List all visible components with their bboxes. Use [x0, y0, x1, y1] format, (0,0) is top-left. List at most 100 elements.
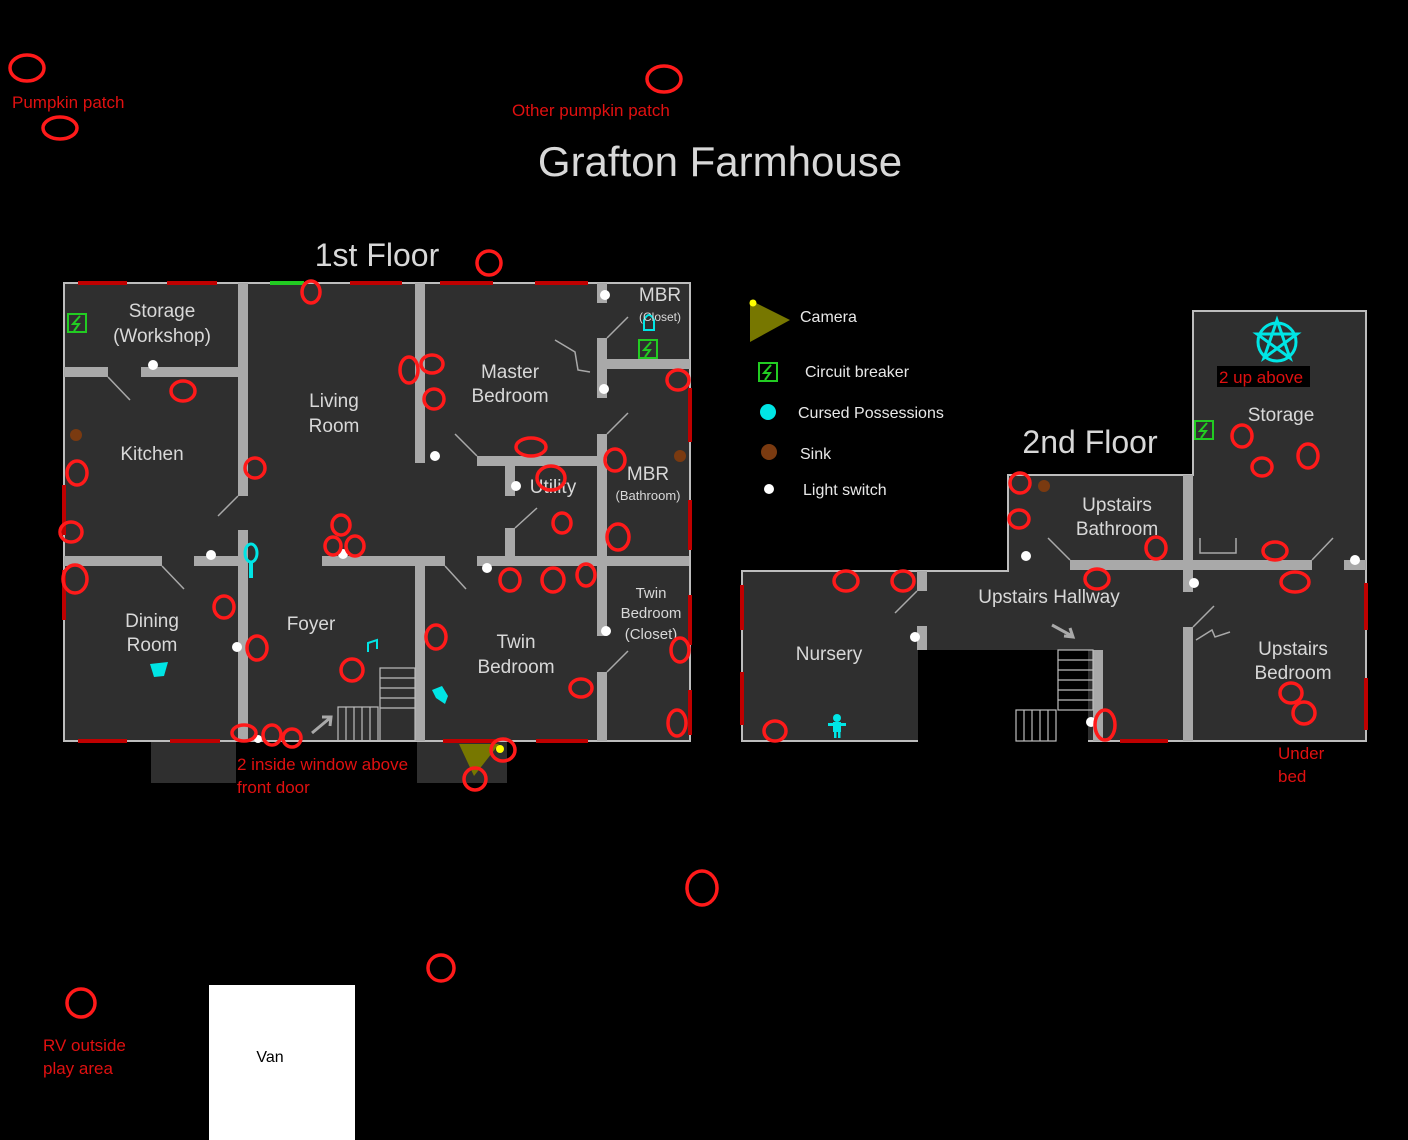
location-marker [1008, 471, 1032, 495]
room-label-kitchen: Kitchen [120, 444, 183, 465]
legend-camera-icon [750, 300, 790, 342]
room-label-twin-sub: Bedroom [477, 657, 554, 678]
room-label-master: Master [481, 362, 540, 383]
room-label-twin: Twin [496, 632, 535, 653]
location-marker [1093, 708, 1117, 742]
location-marker [669, 636, 691, 664]
first-floor-plan [62, 281, 692, 783]
tarot-cards-icon [150, 662, 168, 677]
location-marker [261, 723, 283, 747]
circuit-breaker-icon [67, 313, 87, 333]
sink-icon [674, 450, 686, 462]
legend-sink-label: Sink [800, 446, 832, 463]
location-marker [498, 567, 522, 593]
location-marker [344, 534, 366, 558]
legend-cursed-possessions-icon [760, 404, 776, 420]
room-label-dining: Dining [125, 611, 179, 632]
location-marker [245, 634, 269, 662]
room-label-nursery: Nursery [796, 644, 863, 665]
room-label-mbr-bathroom-sub: (Bathroom) [615, 488, 680, 503]
location-marker [300, 279, 322, 305]
location-markers [8, 53, 1320, 1019]
room-label-twin-closet-3: (Closet) [625, 626, 678, 643]
van-label: Van [256, 1049, 283, 1066]
location-marker [535, 464, 567, 492]
monkey-paw-icon [432, 686, 448, 704]
location-marker [462, 766, 488, 792]
legend-light-switch-label: Light switch [803, 482, 887, 499]
location-marker [398, 355, 420, 385]
room-label-mbr-closet-sub: (Closet) [639, 310, 681, 324]
room-label-living: Living [309, 391, 359, 412]
stairwell-void [918, 650, 1088, 742]
location-marker [230, 723, 258, 743]
location-marker [605, 522, 631, 552]
location-marker [243, 456, 267, 480]
location-marker [1296, 442, 1320, 470]
location-marker [666, 708, 688, 738]
room-label-storage-up: Storage [1248, 405, 1315, 426]
circuit-breaker-icon [1194, 420, 1214, 440]
location-marker [568, 677, 594, 699]
location-marker [1144, 535, 1168, 561]
legend-sink-icon [761, 444, 777, 460]
location-marker [685, 869, 719, 907]
room-label-upstairs-bathroom: Upstairs [1082, 495, 1152, 516]
camera-icon [459, 744, 499, 776]
location-marker [65, 987, 97, 1019]
legend-circuit-breaker-label: Circuit breaker [805, 364, 910, 381]
note-pumpkin-patch: Pumpkin patch [12, 93, 124, 112]
location-marker [1230, 423, 1254, 449]
location-marker [762, 719, 788, 743]
location-marker [424, 623, 448, 651]
summoning-circle-icon [1252, 315, 1302, 363]
sink-icon [70, 429, 82, 441]
note-rv-2: play area [43, 1059, 113, 1078]
note-front-door: 2 inside window above [237, 755, 408, 774]
note-up-above: 2 up above [1219, 368, 1303, 387]
room-label-upstairs-bedroom-sub: Bedroom [1254, 663, 1331, 684]
location-marker [339, 657, 365, 683]
legend-cursed-possessions-label: Cursed Possessions [798, 405, 944, 422]
voodoo-doll-icon [828, 714, 846, 738]
room-label-twin-closet: Twin [636, 585, 667, 602]
location-marker [890, 569, 916, 593]
room-label-upstairs-bedroom: Upstairs [1258, 639, 1328, 660]
note-under-bed: Under [1278, 744, 1325, 763]
second-floor-label: 2nd Floor [1022, 424, 1158, 460]
location-marker [1083, 567, 1111, 591]
location-marker [1279, 570, 1311, 594]
first-floor-label: 1st Floor [315, 237, 440, 273]
location-marker [422, 387, 446, 411]
location-marker [65, 459, 89, 487]
location-marker [1007, 508, 1031, 530]
legend-light-switch-icon [764, 484, 774, 494]
location-marker [1261, 540, 1289, 562]
room-label-mbr-closet: MBR [639, 285, 681, 306]
room-label-mbr-bathroom: MBR [627, 464, 669, 485]
mirror-handle-icon [249, 562, 253, 578]
location-marker [1291, 700, 1317, 726]
music-box-icon [367, 638, 378, 652]
location-marker [832, 569, 860, 593]
location-marker [41, 115, 79, 141]
location-marker [645, 64, 683, 94]
room-label-storage-sub: (Workshop) [113, 326, 211, 347]
room-label-upstairs-bathroom-sub: Bathroom [1076, 519, 1158, 540]
location-marker [1278, 681, 1304, 705]
location-marker [58, 520, 84, 544]
legend-camera-label: Camera [800, 309, 857, 326]
location-marker [61, 563, 89, 595]
location-marker [419, 353, 445, 375]
van-block [209, 985, 355, 1140]
room-label-upstairs-hallway: Upstairs Hallway [978, 587, 1120, 608]
room-label-dining-sub: Room [127, 635, 178, 656]
location-marker [281, 727, 303, 749]
circuit-breaker-icon [638, 339, 658, 359]
ouija-board-icon [643, 314, 655, 331]
location-marker [169, 379, 197, 403]
location-marker [212, 594, 236, 620]
room-label-twin-closet-2: Bedroom [621, 605, 682, 622]
sink-icon [1038, 480, 1050, 492]
